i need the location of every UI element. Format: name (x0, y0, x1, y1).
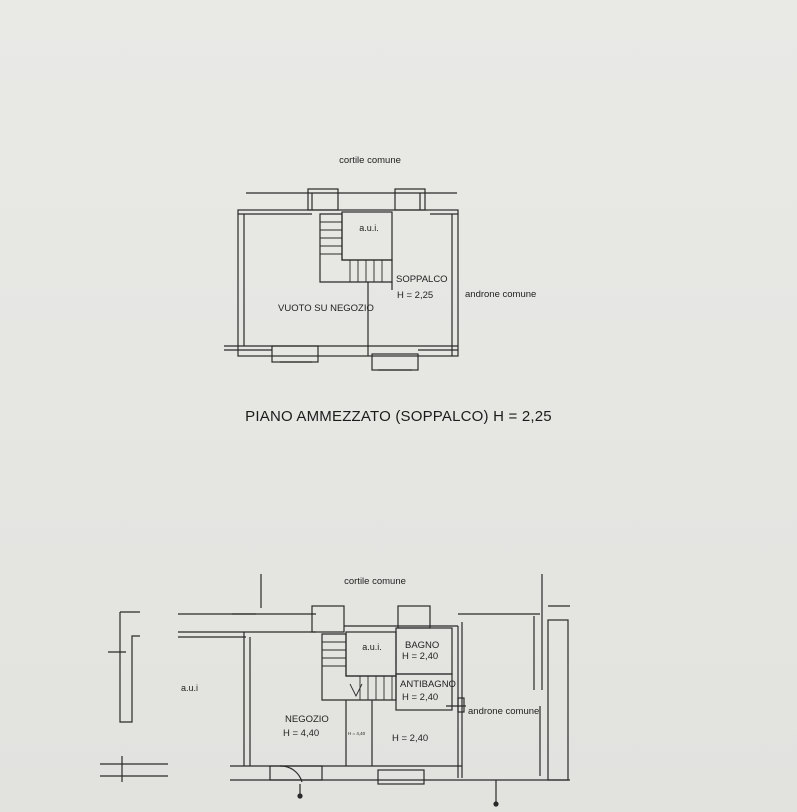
lower-entrance (269, 765, 323, 781)
upper-mezzanine-label: SOPPALCO (396, 274, 448, 285)
lower-hall-label: androne comune (468, 706, 539, 717)
lower-courtyard-label: cortile comune (344, 576, 406, 587)
upper-plan-labels: cortile comune a.u.i. SOPPALCO H = 2,25 … (278, 155, 536, 314)
lower-room-height: H = 2,40 (392, 733, 428, 744)
upper-plan (224, 188, 459, 371)
lower-antibath-height: H = 2,40 (402, 692, 438, 703)
lower-shop-label: NEGOZIO (285, 714, 329, 725)
lower-aui-block (345, 631, 397, 677)
lower-small-height: H = 4,40 (348, 731, 366, 736)
upper-window-left (271, 345, 319, 363)
upper-hall-label: androne comune (465, 289, 536, 300)
lower-bathroom-label: BAGNO (405, 640, 439, 651)
lower-stair-treads (322, 641, 393, 700)
lower-chimney-left (311, 605, 345, 633)
upper-outer-wall (237, 209, 459, 357)
lower-right-neighbor (547, 619, 569, 781)
upper-chimney-left (307, 188, 339, 211)
upper-void-label: VUOTO SU NEGOZIO (278, 303, 374, 314)
lower-left-neighbor (119, 611, 140, 723)
lower-window (377, 769, 425, 785)
lower-stair-outline (321, 633, 397, 701)
upper-aui-block (341, 211, 393, 261)
lower-chimney-right (397, 605, 431, 629)
upper-stair-treads (320, 221, 383, 282)
lower-plan-labels: cortile comune a.u.i. a.u.i BAGNO H = 2,… (181, 576, 539, 744)
upper-plan-title: PIANO AMMEZZATO (SOPPALCO) H = 2,25 (245, 408, 552, 425)
lower-door-arc (279, 765, 303, 783)
upper-mezzanine-height: H = 2,25 (397, 290, 433, 301)
lower-shop-height: H = 4,40 (283, 728, 319, 739)
lower-antibath-label: ANTIBAGNO (400, 679, 456, 690)
lower-bathroom-height: H = 2,40 (402, 651, 438, 662)
lower-plan (100, 574, 570, 807)
upper-courtyard-label: cortile comune (339, 155, 401, 166)
lower-aui-left-label: a.u.i (181, 683, 198, 693)
lower-aui-center-label: a.u.i. (362, 642, 382, 652)
upper-aui-label: a.u.i. (359, 223, 379, 233)
upper-chimney-right (394, 188, 426, 211)
upper-stair-outline (319, 213, 393, 283)
